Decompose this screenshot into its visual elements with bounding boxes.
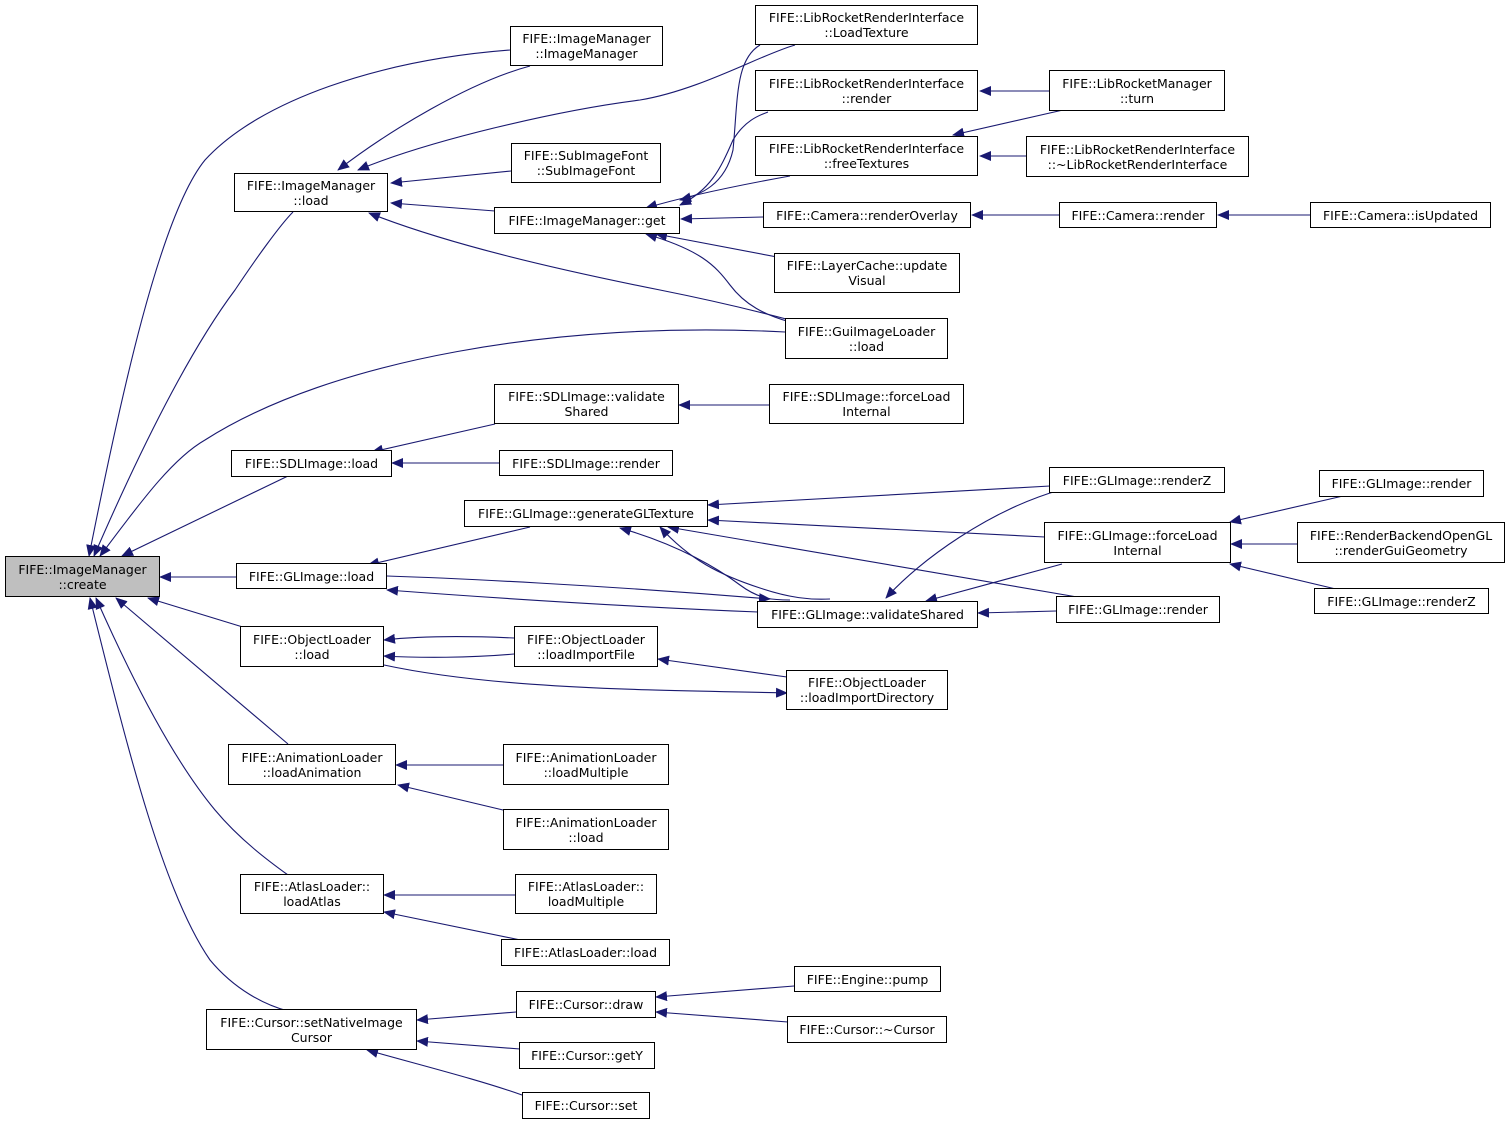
edge-lrfreetex-lrmturn bbox=[952, 109, 1064, 138]
edge-imload-guiimg bbox=[368, 212, 791, 321]
node-objectloader-load[interactable]: FIFE::ObjectLoader::load bbox=[240, 626, 384, 667]
edge-glvalidate-glrender bbox=[977, 607, 1057, 618]
edge-curnative-curdraw bbox=[416, 1011, 517, 1025]
edge-create-guiimg bbox=[99, 329, 786, 557]
node-librocket-dtor[interactable]: FIFE::LibRocketRenderInterface::~LibRock… bbox=[1026, 136, 1249, 177]
edge-olload-oldir bbox=[383, 664, 788, 698]
edge-create-imctor bbox=[86, 49, 511, 557]
edge-create-atlas bbox=[95, 597, 289, 876]
edge-imget-guiimg bbox=[645, 232, 791, 323]
edge-create-sdlload bbox=[121, 475, 289, 557]
node-atlasloader-loadmultiple[interactable]: FIFE::AtlasLoader::loadMultiple bbox=[515, 874, 657, 914]
edge-imload-lrloadtex bbox=[357, 44, 796, 171]
edge-glgentex-glforce bbox=[707, 515, 1046, 538]
node-renderbackendopengl-renderguigeometry[interactable]: FIFE::RenderBackendOpenGL::renderGuiGeom… bbox=[1297, 522, 1505, 563]
node-cursor-set[interactable]: FIFE::Cursor::set bbox=[522, 1092, 650, 1119]
node-guiimageloader-load[interactable]: FIFE::GuiImageLoader::load bbox=[785, 318, 948, 359]
edge-glgentex-glvalidate-a bbox=[619, 526, 791, 601]
edge-glload-glvalidate-top bbox=[386, 575, 771, 604]
edge-curnative-curset bbox=[366, 1048, 523, 1096]
node-atlasloader-load[interactable]: FIFE::AtlasLoader::load bbox=[501, 939, 670, 966]
node-imagemanager-ctor[interactable]: FIFE::ImageManager::ImageManager bbox=[510, 26, 663, 66]
node-glimage-renderz-2[interactable]: FIFE::GLImage::renderZ bbox=[1314, 588, 1489, 614]
node-sdlimage-load[interactable]: FIFE::SDLImage::load bbox=[231, 450, 392, 477]
edge-olfile-oldir bbox=[657, 655, 788, 678]
edge-imget-lrrender bbox=[679, 111, 769, 206]
edge-curnative-curgety bbox=[416, 1036, 521, 1050]
edge-glgentex-glrender bbox=[667, 523, 1084, 599]
edge-create-imload bbox=[93, 211, 294, 557]
node-subimagefont[interactable]: FIFE::SubImageFont::SubImageFont bbox=[511, 143, 661, 183]
edge-olload-olfile-top bbox=[383, 633, 515, 644]
edge-imload-subimagefont bbox=[390, 170, 512, 187]
edge-glforce-glrender2 bbox=[1229, 495, 1344, 525]
node-glimage-render-2[interactable]: FIFE::GLImage::render bbox=[1319, 470, 1484, 497]
node-cursor-draw[interactable]: FIFE::Cursor::draw bbox=[516, 991, 656, 1018]
edge-create-alanim bbox=[115, 597, 289, 745]
node-objectloader-loadimportdirectory[interactable]: FIFE::ObjectLoader::loadImportDirectory bbox=[786, 670, 948, 710]
node-glimage-render[interactable]: FIFE::GLImage::render bbox=[1056, 596, 1220, 623]
edge-glgentex-glrenderz bbox=[707, 485, 1051, 510]
edge-glload-glvalidate-bottom bbox=[386, 585, 759, 613]
node-imagemanager-load[interactable]: FIFE::ImageManager::load bbox=[234, 173, 388, 212]
node-imagemanager-create: FIFE::ImageManager::create bbox=[5, 556, 160, 597]
edge-glvalidate-glrenderz bbox=[885, 489, 1061, 599]
edge-imget-layercache bbox=[655, 231, 778, 258]
node-animationloader-loadanimation[interactable]: FIFE::AnimationLoader::loadAnimation bbox=[228, 744, 396, 785]
edge-create-curnative bbox=[87, 597, 289, 1012]
node-glimage-validateshared[interactable]: FIFE::GLImage::validateShared bbox=[757, 601, 978, 628]
node-glimage-load[interactable]: FIFE::GLImage::load bbox=[236, 563, 387, 589]
edge-imget-camoverlay bbox=[680, 213, 764, 224]
node-camera-isupdated[interactable]: FIFE::Camera::isUpdated bbox=[1310, 202, 1491, 228]
edge-create-olload bbox=[147, 596, 247, 629]
node-imagemanager-get[interactable]: FIFE::ImageManager::get bbox=[494, 207, 680, 234]
edge-imload-imctor bbox=[337, 65, 531, 171]
edge-alanim-alload bbox=[397, 782, 504, 811]
node-animationloader-loadmultiple[interactable]: FIFE::AnimationLoader::loadMultiple bbox=[503, 744, 669, 785]
edge-glvalidate-glforce bbox=[925, 563, 1063, 603]
edge-atlas-atlasload bbox=[383, 909, 531, 943]
node-engine-pump[interactable]: FIFE::Engine::pump bbox=[794, 966, 941, 992]
node-camera-render[interactable]: FIFE::Camera::render bbox=[1059, 202, 1217, 228]
edge-curdraw-curdtor bbox=[655, 1007, 789, 1023]
node-librocket-freetextures[interactable]: FIFE::LibRocketRenderInterface::freeText… bbox=[755, 136, 978, 176]
edge-curdraw-enginepump bbox=[655, 985, 795, 1002]
node-cursor-gety[interactable]: FIFE::Cursor::getY bbox=[519, 1042, 655, 1069]
node-atlasloader-loadatlas[interactable]: FIFE::AtlasLoader::loadAtlas bbox=[240, 874, 384, 914]
node-librocket-loadtexture[interactable]: FIFE::LibRocketRenderInterface::LoadText… bbox=[755, 5, 978, 45]
edge-olload-olfile-bottom bbox=[383, 651, 515, 662]
node-camera-renderoverlay[interactable]: FIFE::Camera::renderOverlay bbox=[763, 202, 971, 228]
node-cursor-dtor[interactable]: FIFE::Cursor::~Cursor bbox=[787, 1016, 947, 1043]
edge-imget-lrloadtex bbox=[679, 44, 761, 203]
node-objectloader-loadimportfile[interactable]: FIFE::ObjectLoader::loadImportFile bbox=[514, 626, 658, 667]
edge-glload-glgentex bbox=[367, 526, 531, 568]
edge-glforce-glrenderz2 bbox=[1229, 561, 1341, 591]
node-librocket-render[interactable]: FIFE::LibRocketRenderInterface::render bbox=[755, 70, 978, 111]
edge-glgentex-glvalidate-b bbox=[659, 526, 831, 600]
node-glimage-generategltexture[interactable]: FIFE::GLImage::generateGLTexture bbox=[464, 500, 708, 527]
edge-imload-imget bbox=[390, 198, 496, 212]
node-sdlimage-render[interactable]: FIFE::SDLImage::render bbox=[499, 450, 673, 476]
node-glimage-renderz[interactable]: FIFE::GLImage::renderZ bbox=[1049, 467, 1225, 493]
edge-sdlload-sdlvalidate bbox=[371, 423, 496, 455]
node-animationloader-load[interactable]: FIFE::AnimationLoader::load bbox=[503, 809, 669, 850]
edge-imget-lrfreetex bbox=[645, 175, 791, 210]
node-librocketmanager-turn[interactable]: FIFE::LibRocketManager::turn bbox=[1049, 70, 1225, 111]
